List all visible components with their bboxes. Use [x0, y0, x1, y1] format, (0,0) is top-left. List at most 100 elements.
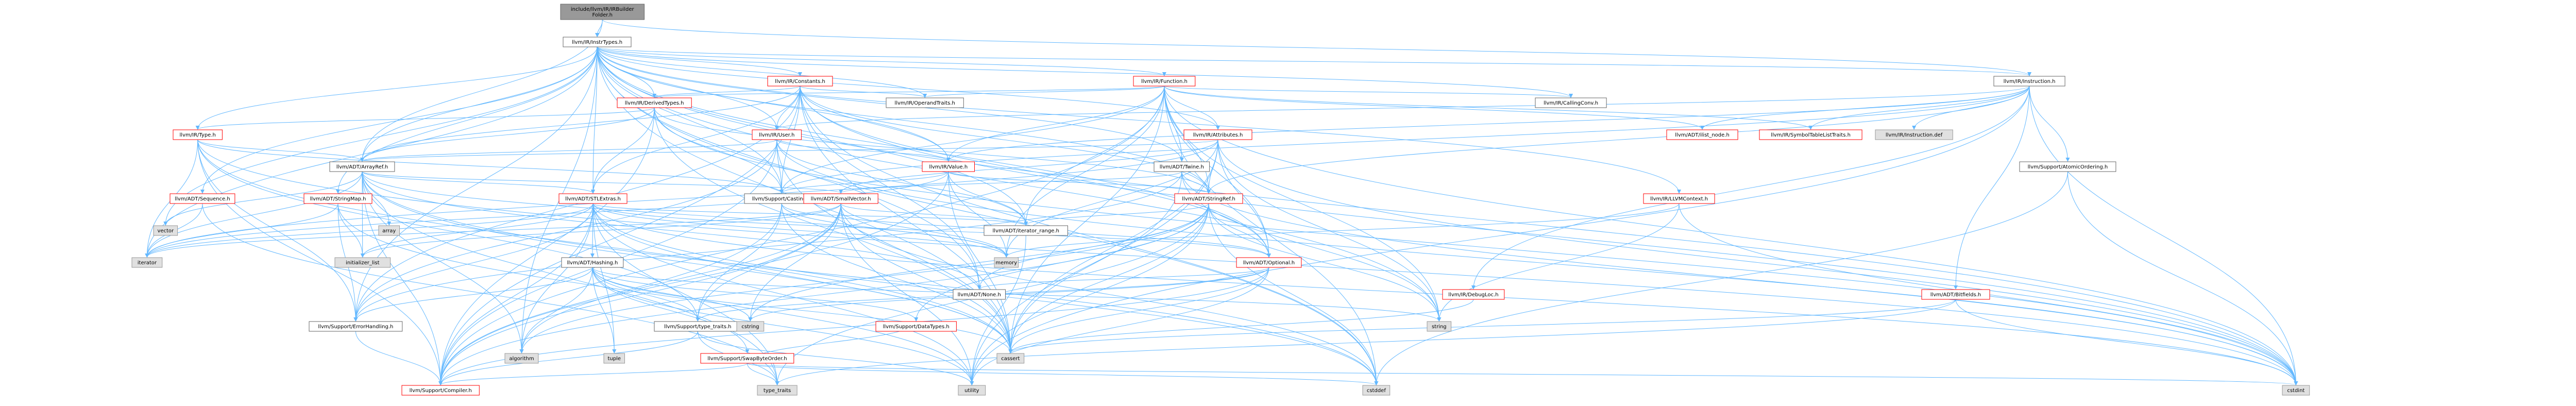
node-box	[1535, 97, 1607, 108]
node-none[interactable]: llvm/ADT/None.h	[953, 289, 1006, 300]
node-label: llvm/IR/DerivedTypes.h	[625, 100, 684, 106]
node-box	[1133, 76, 1196, 87]
node-label: llvm/IR/Function.h	[1141, 79, 1188, 84]
node-sequence[interactable]: llvm/ADT/Sequence.h	[170, 193, 235, 204]
node-label: cstdint	[2287, 388, 2304, 394]
edge-user-to-errorhandling	[353, 139, 777, 322]
node-smallvector[interactable]: llvm/ADT/SmallVector.h	[803, 193, 878, 204]
node-compiler[interactable]: llvm/Support/Compiler.h	[401, 385, 480, 396]
node-box	[736, 321, 765, 332]
node-bitfields[interactable]: llvm/ADT/Bitfields.h	[1921, 289, 1990, 300]
node-instrdef[interactable]: llvm/IR/Instruction.def	[1875, 129, 1953, 140]
node-cassert[interactable]: cassert	[996, 353, 1025, 364]
node-ilistnode[interactable]: llvm/ADT/ilist_node.h	[1666, 129, 1738, 140]
node-label: utility	[964, 388, 979, 394]
edge-stringmap-to-initlist	[337, 203, 365, 258]
edge-function-to-attributes	[1164, 86, 1220, 130]
edge-function-to-symtab	[1164, 86, 1813, 130]
node-algorithm[interactable]: algorithm	[504, 353, 539, 364]
edge-insttypes-to-user	[597, 46, 779, 130]
node-debugloc[interactable]: llvm/IR/DebugLoc.h	[1442, 289, 1505, 300]
node-typetraits[interactable]: type_traits	[757, 385, 798, 396]
node-user[interactable]: llvm/IR/User.h	[752, 129, 802, 140]
node-box	[303, 193, 372, 204]
node-instruction[interactable]: llvm/IR/Instruction.h	[1993, 76, 2065, 87]
edge-irtype-to-compiler	[197, 139, 443, 385]
node-cstring[interactable]: cstring	[736, 321, 765, 332]
node-swapbyte[interactable]: llvm/Support/SwapByteOrder.h	[700, 353, 794, 364]
edge-arrayref-to-smallvector	[362, 171, 843, 194]
node-label: cassert	[1001, 356, 1020, 362]
node-irtype[interactable]: llvm/IR/Type.h	[173, 129, 223, 140]
node-cstdint[interactable]: cstdint	[2282, 385, 2310, 396]
node-cstddef[interactable]: cstddef	[1362, 385, 1391, 396]
node-label: llvm/IR/SymbolTableListTraits.h	[1771, 132, 1851, 138]
node-utility[interactable]: utility	[958, 385, 986, 396]
edge-instruction-to-ilistnode	[1700, 86, 2030, 130]
node-hashing[interactable]: llvm/ADT/Hashing.h	[561, 257, 624, 268]
edge-constants-to-user	[774, 86, 801, 130]
node-stringmap[interactable]: llvm/ADT/StringMap.h	[303, 193, 372, 204]
node-iterrange[interactable]: llvm/ADT/iterator_range.h	[984, 225, 1068, 236]
node-datatypes[interactable]: llvm/Support/DataTypes.h	[875, 321, 957, 332]
edge-hashing-to-typetraits_h	[592, 267, 700, 322]
node-memory[interactable]: memory	[994, 257, 1019, 268]
node-box	[922, 161, 975, 172]
node-errorhandling[interactable]: llvm/Support/ErrorHandling.h	[309, 321, 403, 332]
node-llvmcontext[interactable]: llvm/IR/LLVMContext.h	[1643, 193, 1715, 204]
edge-stlextras-to-typetraits	[592, 203, 779, 385]
node-initlist[interactable]: initializer_list	[334, 257, 391, 268]
edge-stringref-to-cassert	[1008, 203, 1209, 353]
edge-smallvector-to-cassert	[840, 203, 1013, 353]
node-label: llvm/ADT/Twine.h	[1160, 164, 1204, 170]
node-tuple[interactable]: tuple	[603, 353, 625, 364]
node-derivedtypes[interactable]: llvm/IR/DerivedTypes.h	[617, 97, 692, 108]
edge-arrayref-to-initlist	[360, 171, 365, 258]
node-typetraits_h[interactable]: llvm/Support/type_traits.h	[654, 321, 742, 332]
node-twine[interactable]: llvm/ADT/Twine.h	[1154, 161, 1210, 172]
node-optional[interactable]: llvm/ADT/Optional.h	[1236, 257, 1302, 268]
node-box	[700, 353, 794, 364]
edge-function-to-derivedtypes	[652, 86, 1165, 98]
node-label: llvm/ADT/Sequence.h	[175, 196, 230, 202]
node-stringref[interactable]: llvm/ADT/StringRef.h	[1174, 193, 1243, 204]
edge-derivedtypes-to-irtype	[196, 107, 655, 130]
node-atomicord[interactable]: llvm/Support/AtomicOrdering.h	[2019, 161, 2116, 172]
edge-value-to-memory	[948, 171, 1009, 258]
edge-smallvector-to-iterator	[145, 203, 841, 258]
node-arrayref[interactable]: llvm/ADT/ArrayRef.h	[329, 161, 395, 172]
node-value[interactable]: llvm/IR/Value.h	[922, 161, 975, 172]
node-callingconv[interactable]: llvm/IR/CallingConv.h	[1535, 97, 1607, 108]
node-string[interactable]: string	[1427, 321, 1452, 332]
node-insttypes[interactable]: llvm/IR/InstrTypes.h	[563, 37, 632, 47]
node-label: llvm/Support/DataTypes.h	[883, 324, 950, 330]
node-label: memory	[995, 260, 1017, 266]
node-stlextras[interactable]: llvm/ADT/STLExtras.h	[558, 193, 628, 204]
node-label: llvm/IR/Value.h	[929, 164, 968, 170]
node-box	[1442, 289, 1505, 300]
node-vector[interactable]: vector	[153, 225, 178, 236]
node-iterator[interactable]: iterator	[131, 257, 163, 268]
node-box	[958, 385, 986, 396]
node-box	[752, 129, 802, 140]
node-label: llvm/ADT/iterator_range.h	[993, 228, 1059, 234]
edge-swapbyte-to-compiler	[438, 363, 748, 385]
edge-optional-to-utility	[970, 267, 1269, 385]
node-constants[interactable]: llvm/IR/Constants.h	[767, 76, 833, 87]
edge-sequence-to-typetraits	[202, 203, 779, 385]
node-operandtraits[interactable]: llvm/IR/OperandTraits.h	[886, 97, 964, 108]
edge-hashing-to-algorithm	[519, 267, 593, 353]
edge-derivedtypes-to-cstdint	[654, 107, 2298, 385]
node-array[interactable]: array	[378, 225, 400, 236]
edge-attributes-to-optional	[1217, 139, 1271, 258]
edge-atomicord-to-cstdint	[2067, 171, 2298, 385]
edge-insttypes-to-callingconv	[597, 46, 1573, 98]
edge-debugloc-to-cassert	[1008, 299, 1474, 353]
node-function[interactable]: llvm/IR/Function.h	[1133, 76, 1196, 87]
edge-derivedtypes-to-arrayref	[360, 107, 655, 162]
node-label: vector	[157, 228, 174, 234]
edge-hashing-to-utility	[592, 267, 974, 385]
node-symtab[interactable]: llvm/IR/SymbolTableListTraits.h	[1759, 129, 1862, 140]
node-attributes[interactable]: llvm/IR/Attributes.h	[1183, 129, 1252, 140]
